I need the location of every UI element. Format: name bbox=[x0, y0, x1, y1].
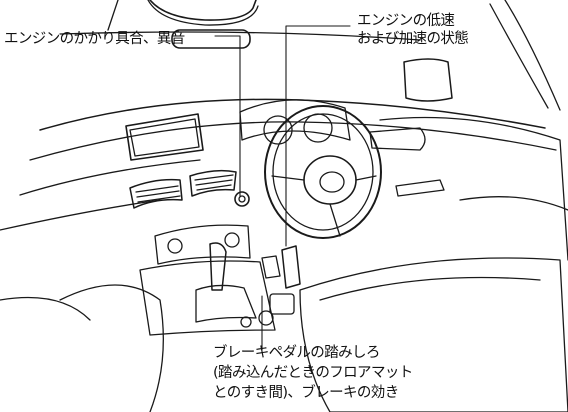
steering-hub bbox=[303, 155, 357, 205]
engine-accel-label-line1: エンジンの低速 bbox=[357, 13, 455, 29]
brake-label-line1: ブレーキペダルの踏みしろ bbox=[213, 345, 380, 361]
climate-panel bbox=[154, 224, 251, 265]
mirror-body bbox=[171, 29, 251, 49]
windshield-top-line bbox=[59, 31, 421, 41]
instrument-hood bbox=[239, 99, 351, 141]
windshield-left-pillar bbox=[107, 0, 119, 31]
brake-label: ブレーキペダルの踏みしろ (踏み込んだときのフロアマット とのすき間)、ブレーキ… bbox=[213, 343, 413, 403]
windshield-right-pillar bbox=[504, 0, 561, 111]
rear-view-mirror bbox=[149, 0, 257, 21]
accelerator-pedal bbox=[281, 245, 301, 289]
engine-accel-label: エンジンの低速 および加速の状態 bbox=[357, 12, 469, 48]
door-panel bbox=[379, 116, 568, 261]
gear-shifter bbox=[209, 242, 227, 291]
left-air-vent bbox=[129, 178, 183, 209]
side-mirror bbox=[403, 58, 453, 102]
center-display bbox=[125, 113, 204, 161]
steering-wheel bbox=[264, 105, 382, 239]
start-button bbox=[234, 191, 250, 207]
engine-start-label: エンジンのかかり具合、異音 bbox=[4, 31, 185, 47]
brake-label-line2: (踏み込んだときのフロアマット bbox=[213, 365, 413, 381]
leader-engine-accel bbox=[285, 25, 351, 247]
engine-accel-label-line2: および加速の状態 bbox=[357, 31, 469, 47]
brake-label-line3: とのすき間)、ブレーキの効き bbox=[213, 385, 399, 401]
driver-seat bbox=[299, 257, 568, 412]
leader-engine-start bbox=[214, 35, 241, 197]
right-air-vent bbox=[189, 169, 237, 197]
